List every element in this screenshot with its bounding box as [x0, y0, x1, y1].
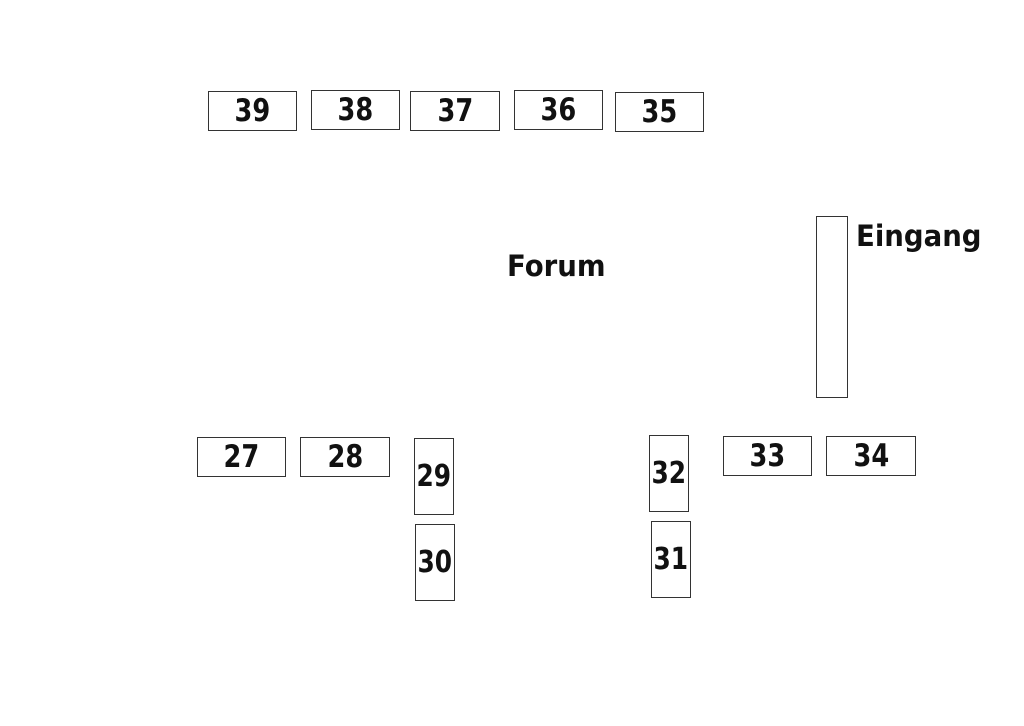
stand-33: 33 — [723, 436, 812, 476]
stand-number: 28 — [327, 438, 363, 475]
stand-number: 31 — [653, 541, 689, 577]
stand-30: 30 — [415, 524, 455, 601]
stand-number: 33 — [749, 437, 786, 474]
stand-number: 38 — [337, 91, 374, 128]
stand-31: 31 — [651, 521, 691, 598]
stand-32: 32 — [649, 435, 689, 512]
stand-number: 27 — [223, 438, 260, 475]
stand-39: 39 — [208, 91, 297, 131]
stand-38: 38 — [311, 90, 400, 130]
stand-number: 30 — [417, 544, 453, 580]
entrance-label: Eingang — [856, 219, 982, 253]
forum-label: Forum — [507, 249, 606, 283]
stand-number: 39 — [234, 92, 271, 129]
stand-number: 37 — [437, 92, 473, 129]
stand-27: 27 — [197, 437, 286, 477]
stand-28: 28 — [300, 437, 390, 477]
stand-number: 34 — [853, 437, 889, 474]
stand-34: 34 — [826, 436, 916, 476]
stand-36: 36 — [514, 90, 603, 130]
stand-35: 35 — [615, 92, 704, 132]
stand-number: 32 — [651, 455, 687, 491]
stand-29: 29 — [414, 438, 454, 515]
stand-number: 35 — [641, 93, 678, 130]
entrance-bar — [816, 216, 848, 398]
stand-number: 29 — [416, 458, 452, 494]
stand-37: 37 — [410, 91, 500, 131]
stand-number: 36 — [540, 91, 577, 128]
